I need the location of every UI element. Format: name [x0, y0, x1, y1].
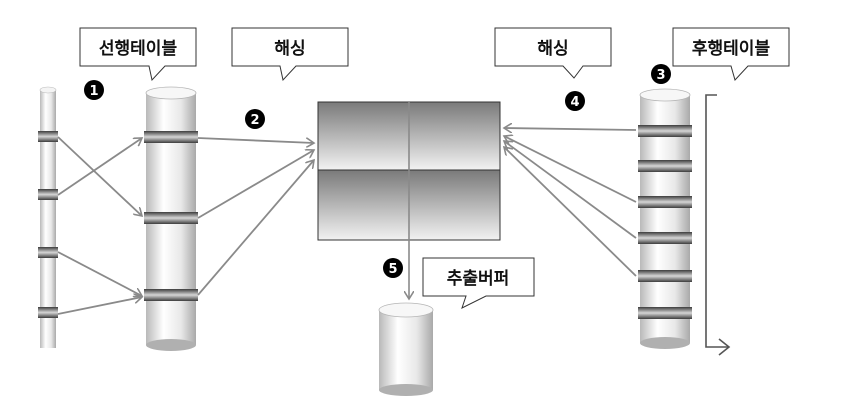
source-row	[38, 189, 58, 200]
callout-extract-buffer: 추출버퍼	[422, 257, 535, 309]
lead-to-hash-arrows	[197, 137, 314, 296]
svg-text:4: 4	[570, 95, 579, 110]
left-source-column	[38, 86, 58, 348]
callout-lead-table-text: 선행테이블	[99, 39, 178, 59]
build-arrow	[197, 137, 314, 143]
trail-table-row	[638, 307, 692, 319]
build-arrow	[197, 160, 314, 296]
callout-hashing-right-text: 해싱	[537, 39, 568, 59]
trail-table-row	[638, 232, 692, 244]
probe-arrow	[504, 128, 637, 130]
source-to-lead-arrows	[57, 136, 142, 315]
callout-hashing-right: 해싱	[494, 27, 612, 79]
trail-table-row	[638, 270, 692, 282]
flow-arrow	[57, 297, 142, 315]
source-row	[38, 307, 58, 318]
probe-arrow	[504, 136, 637, 203]
callout-hashing-left-text: 해싱	[274, 39, 305, 59]
source-row	[38, 247, 58, 258]
extract-buffer-cylinder	[378, 302, 434, 396]
svg-text:2: 2	[250, 113, 259, 128]
flow-arrow	[57, 251, 142, 296]
hash-bucket	[408, 169, 501, 241]
step-marker-2: 2	[245, 109, 265, 129]
svg-text:5: 5	[388, 262, 397, 277]
source-row	[38, 131, 58, 142]
trail-table-cylinder	[638, 88, 692, 349]
svg-text:1: 1	[89, 84, 98, 99]
probe-arrow	[504, 141, 637, 239]
svg-text:3: 3	[656, 68, 665, 83]
lead-table-row	[144, 289, 198, 301]
callout-hashing-left: 해싱	[231, 27, 349, 82]
probe-arrow	[504, 147, 637, 277]
callout-lead-table: 선행테이블	[79, 27, 197, 82]
scan-direction-bracket	[705, 94, 731, 356]
callout-extract-buffer-text: 추출버퍼	[447, 269, 510, 289]
step-marker-5: 5	[383, 258, 403, 278]
callout-trail-table: 후행테이블	[672, 27, 790, 81]
step-marker-3: 3	[651, 64, 671, 84]
lead-table-row	[144, 212, 198, 224]
step-marker-4: 4	[565, 91, 585, 111]
hash-bucket	[317, 101, 410, 171]
trail-to-hash-arrows	[504, 128, 637, 277]
hash-bucket	[408, 101, 501, 171]
build-arrow	[197, 150, 314, 219]
hash-bucket	[317, 169, 410, 241]
lead-table-row	[144, 131, 198, 143]
hash-area-grid	[317, 101, 501, 241]
trail-table-row	[638, 160, 692, 172]
trail-table-row	[638, 196, 692, 208]
lead-table-cylinder	[144, 86, 198, 351]
trail-table-row	[638, 125, 692, 137]
flow-arrow	[57, 136, 142, 216]
step-marker-1: 1	[84, 80, 104, 100]
flow-arrow	[57, 138, 142, 196]
callout-trail-table-text: 후행테이블	[692, 38, 771, 59]
